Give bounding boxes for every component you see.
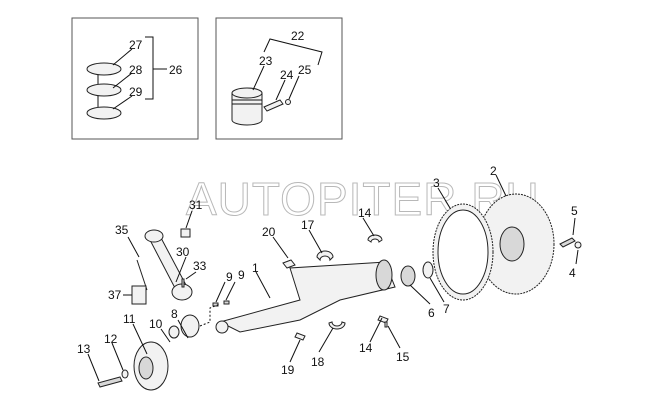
- label-18: 18: [311, 355, 325, 369]
- label-15: 15: [396, 350, 410, 364]
- label-31: 31: [189, 198, 203, 212]
- label-30: 30: [176, 245, 190, 259]
- inset-piston: 22 23 24 25: [215, 17, 343, 140]
- crankshaft: [218, 261, 396, 333]
- label-28: 28: [129, 63, 143, 77]
- inset-piston-rings: 27 28 29 26: [71, 17, 199, 140]
- rod-bearing: [131, 285, 147, 305]
- ring-28: [86, 83, 122, 97]
- flywheel-bolt: [559, 237, 576, 248]
- label-37: 37: [108, 288, 122, 302]
- label-17: 17: [301, 218, 315, 232]
- spacer: [168, 325, 180, 339]
- circlip: [285, 99, 291, 105]
- label-19: 19: [281, 363, 295, 377]
- gear: [180, 314, 200, 338]
- rod-bolt: [136, 259, 148, 291]
- rod-bolt-pin: [181, 278, 185, 288]
- inset-frame: [71, 17, 199, 140]
- label-6: 6: [428, 306, 435, 320]
- main-bearing-lower: [328, 321, 346, 330]
- ring-29: [86, 106, 122, 120]
- label-23: 23: [259, 54, 273, 68]
- label-33: 33: [193, 259, 207, 273]
- piston: [231, 93, 263, 126]
- label-24: 24: [280, 68, 294, 82]
- label-12: 12: [104, 332, 118, 346]
- thrust-washer-top: [367, 234, 383, 243]
- main-assembly: 1 2 3 4 5 6 7 8 9 9 10 11 12 13 14 14 15…: [77, 164, 582, 391]
- ring-27: [86, 62, 122, 76]
- label-2: 2: [490, 164, 497, 178]
- main-bearing-upper: [316, 250, 334, 262]
- label-22: 22: [291, 29, 305, 43]
- label-4: 4: [569, 266, 576, 280]
- label-5: 5: [571, 204, 578, 218]
- label-14-top: 14: [358, 206, 372, 220]
- bearing: [422, 261, 434, 279]
- flywheel-washer: [574, 241, 582, 249]
- label-14-bottom: 14: [359, 341, 373, 355]
- thrust-bearing-lower: [294, 332, 306, 341]
- label-11: 11: [123, 312, 136, 326]
- bushing: [180, 228, 191, 238]
- label-3: 3: [433, 176, 440, 190]
- label-29: 29: [129, 85, 143, 99]
- label-26: 26: [169, 63, 183, 77]
- piston-pin: [263, 99, 284, 112]
- label-27: 27: [129, 38, 143, 52]
- label-20: 20: [262, 225, 276, 239]
- label-25: 25: [298, 63, 312, 77]
- label-35: 35: [115, 223, 129, 237]
- label-9a: 9: [226, 270, 233, 284]
- label-1: 1: [252, 261, 259, 275]
- label-10: 10: [149, 317, 163, 331]
- label-7: 7: [443, 302, 450, 316]
- key-b: [223, 300, 230, 305]
- label-8: 8: [171, 307, 178, 321]
- seal: [400, 265, 416, 287]
- thrust-bearing-upper: [282, 259, 296, 269]
- pin: [384, 321, 388, 328]
- washer-front: [121, 369, 129, 379]
- pulley-bolt: [97, 376, 123, 388]
- label-9b: 9: [238, 268, 245, 282]
- label-13: 13: [77, 342, 91, 356]
